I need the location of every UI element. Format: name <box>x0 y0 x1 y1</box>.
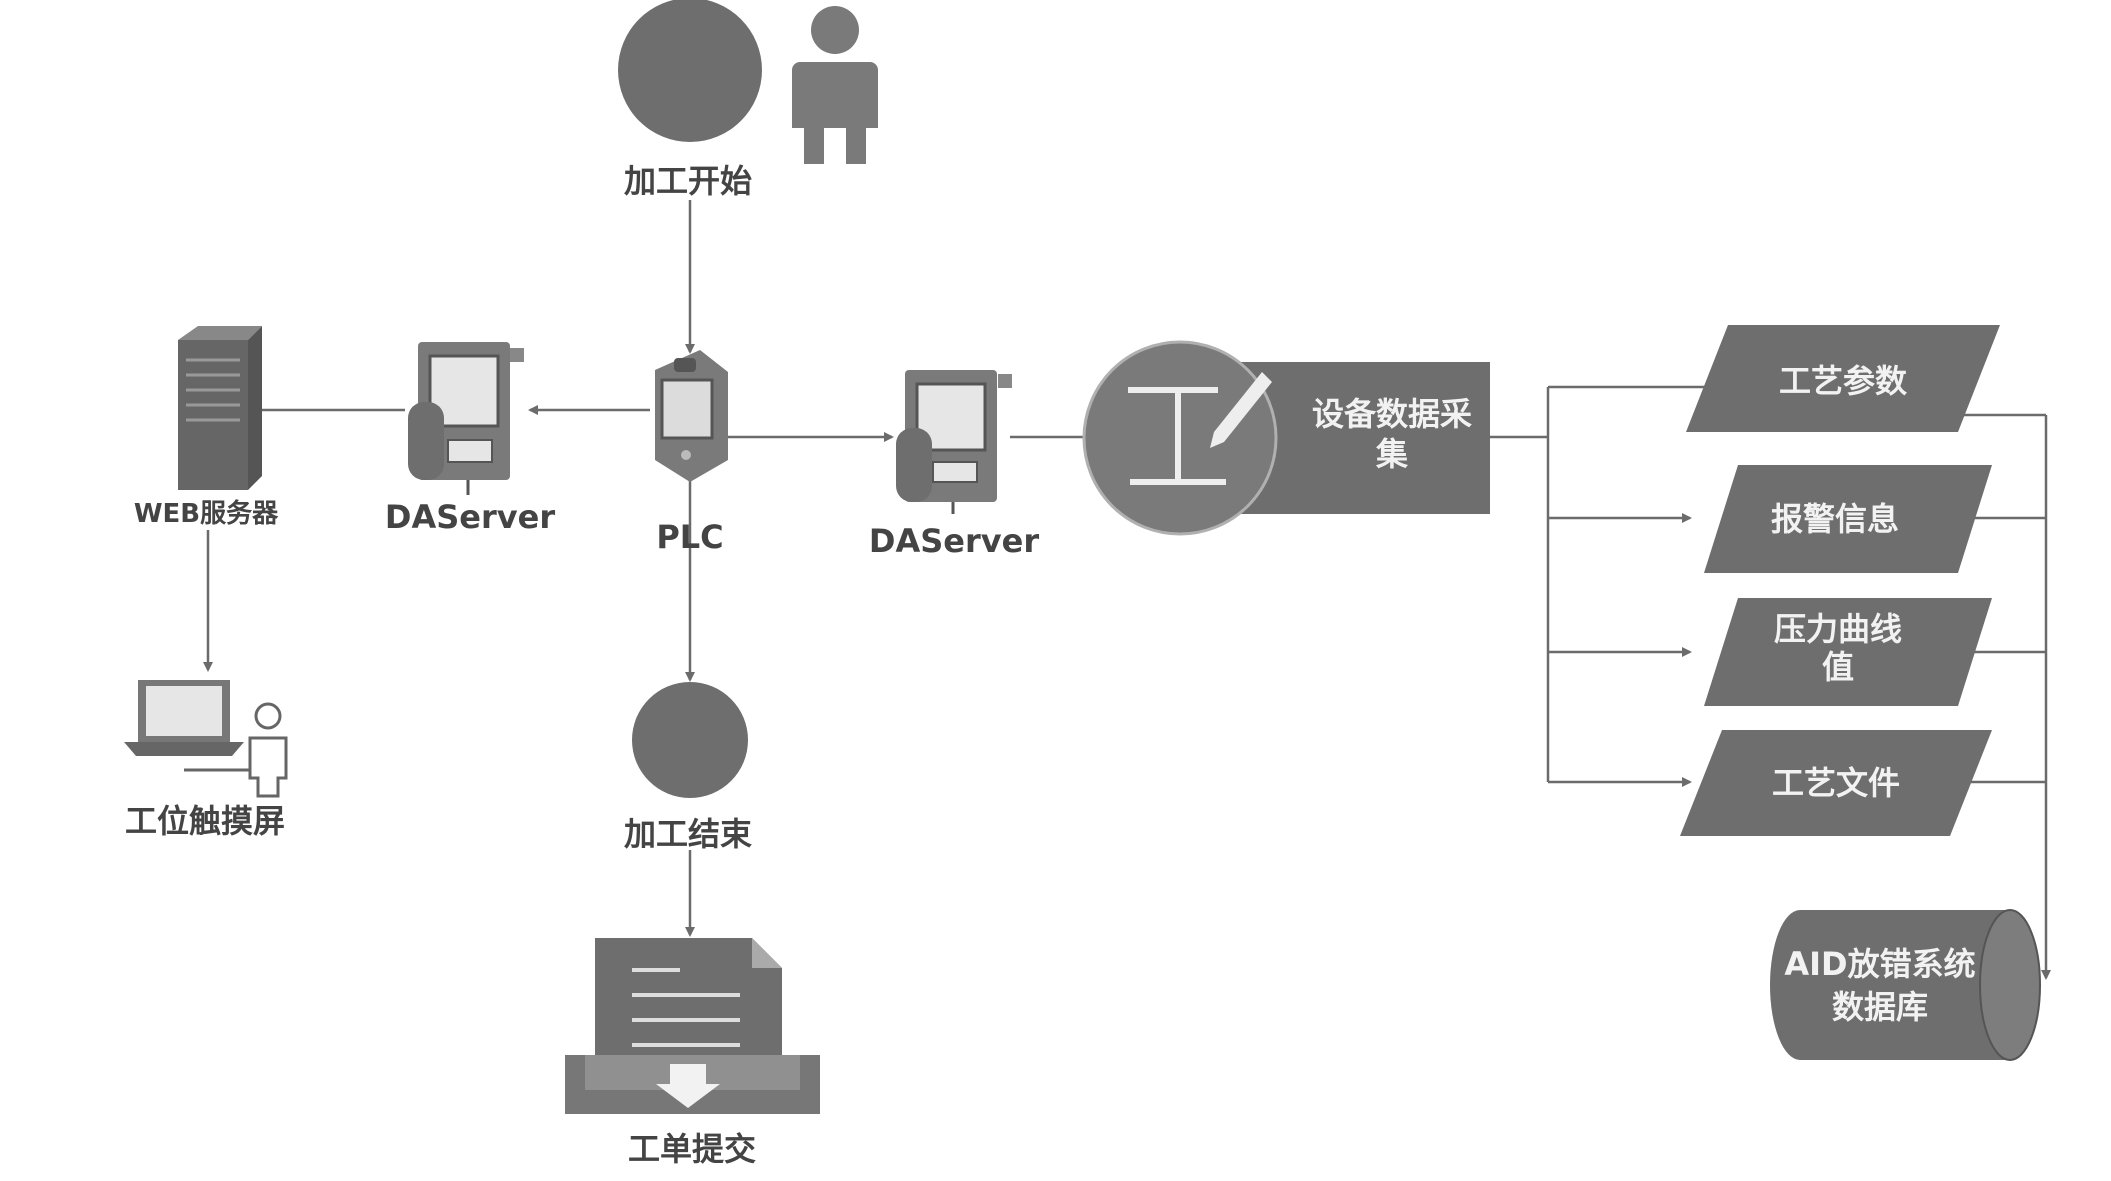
param-process-shape <box>1686 325 2000 432</box>
end-node: 加工结束 <box>624 682 752 853</box>
param-pressure-label-line2: 值 <box>1822 648 1854 686</box>
laptop-icon <box>124 680 250 772</box>
param-process-node: 工艺参数 <box>1686 325 2000 432</box>
daserver-left-label: DAServer <box>385 498 555 536</box>
work-order-label: 工单提交 <box>628 1130 756 1168</box>
plc-device-icon <box>655 350 728 482</box>
database-label-line1: AID放错系统 <box>1784 945 1975 983</box>
param-pressure-label-line1: 压力曲线 <box>1774 610 1902 648</box>
daserver-device-icon-right <box>896 370 1012 514</box>
server-tower-icon <box>178 326 262 490</box>
start-circle <box>618 0 762 142</box>
database-label-line2: 数据库 <box>1832 988 1928 1026</box>
param-pressure-shape <box>1704 598 1992 706</box>
param-process-label: 工艺参数 <box>1779 362 1908 400</box>
work-order-node: 工单提交 <box>565 938 820 1168</box>
param-alarm-node: 报警信息 <box>1704 465 1992 573</box>
param-alarm-shape <box>1704 465 1992 573</box>
daserver-right-label: DAServer <box>869 522 1039 560</box>
param-pressure-node: 压力曲线 值 <box>1704 598 1992 706</box>
end-label: 加工结束 <box>624 815 752 853</box>
document-tray-icon <box>565 938 820 1114</box>
param-file-label: 工艺文件 <box>1772 764 1900 802</box>
param-file-node: 工艺文件 <box>1680 730 1992 836</box>
pen-book-icon <box>1082 340 1278 536</box>
end-circle <box>632 682 748 798</box>
database-cylinder-icon <box>1770 909 2041 1061</box>
web-server-label: WEB服务器 <box>134 499 279 529</box>
daserver-right-node: DAServer <box>869 370 1039 560</box>
collect-node: 设备数据采 集 <box>1082 340 1490 536</box>
start-label: 加工开始 <box>624 162 752 200</box>
touch-screen-node: 工位触摸屏 <box>124 680 288 840</box>
daserver-left-node: DAServer <box>385 342 555 536</box>
person-small-icon <box>248 702 288 798</box>
param-alarm-label: 报警信息 <box>1771 500 1899 538</box>
web-server-node: WEB服务器 <box>134 326 279 529</box>
collect-label-line2: 集 <box>1375 435 1408 473</box>
plc-node: PLC <box>655 350 728 556</box>
param-file-shape <box>1680 730 1992 836</box>
start-node: 加工开始 <box>618 0 762 200</box>
person-icon <box>792 6 878 164</box>
database-node: AID放错系统 数据库 <box>1770 909 2041 1061</box>
daserver-device-icon <box>408 342 524 495</box>
collect-label-line1: 设备数据采 <box>1312 395 1472 433</box>
touch-screen-label: 工位触摸屏 <box>125 802 285 840</box>
plc-label: PLC <box>656 518 723 556</box>
connectors <box>203 200 2051 980</box>
